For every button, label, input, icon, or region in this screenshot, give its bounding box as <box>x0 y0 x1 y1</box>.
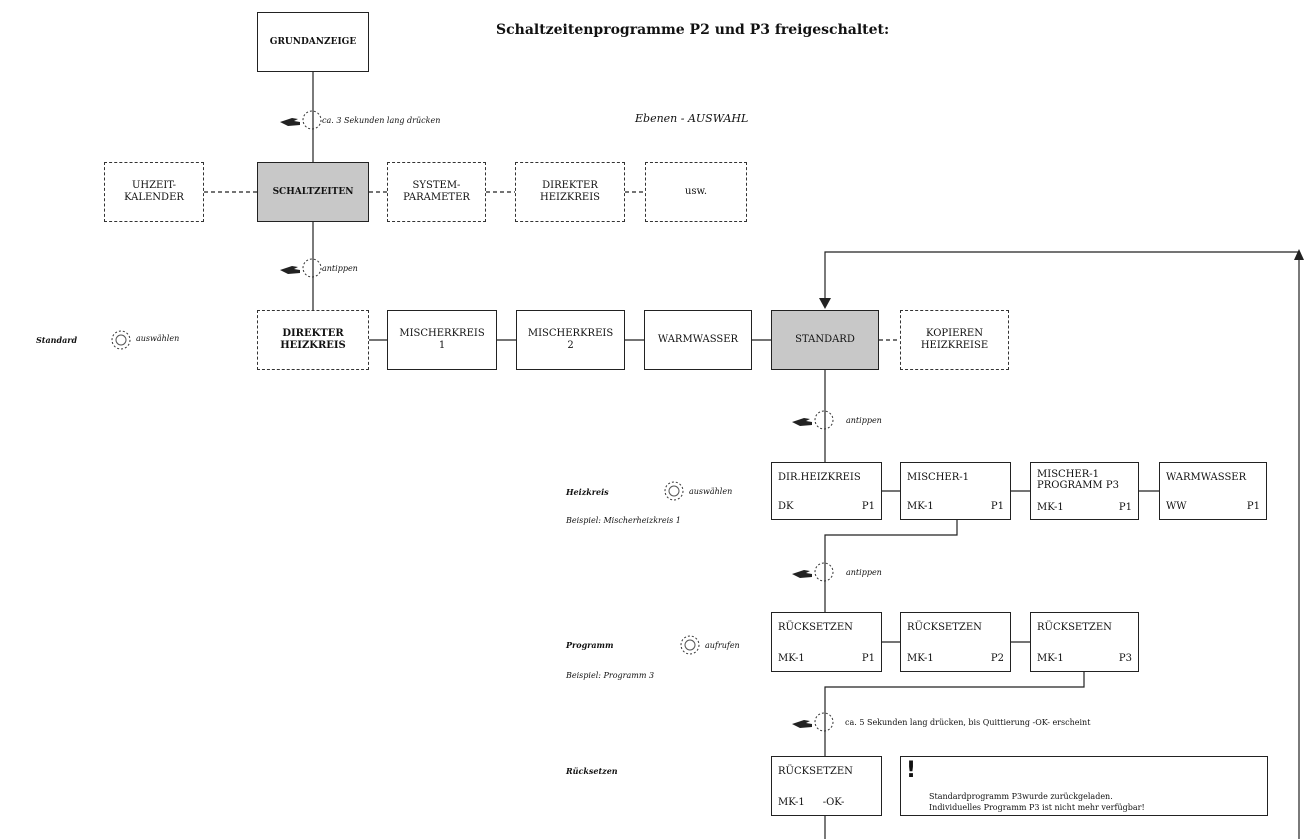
display-ruecksetzen-p2[interactable]: RÜCKSETZEN MK-1 P2 <box>900 612 1011 672</box>
knob-dial-icon <box>663 480 685 506</box>
display-mischer-1[interactable]: MISCHER-1 MK-1 P1 <box>900 462 1011 520</box>
node-mischerkreis-2[interactable]: MISCHERKREIS 2 <box>516 310 625 370</box>
display-program: P1 <box>1246 501 1260 512</box>
row2-action: auswählen <box>136 334 180 343</box>
display-ruecksetzen-p1[interactable]: RÜCKSETZEN MK-1 P1 <box>771 612 882 672</box>
node-standard[interactable]: STANDARD <box>771 310 879 370</box>
display-line1: WARMWASSER <box>1166 472 1247 483</box>
display-warmwasser[interactable]: WARMWASSER WW P1 <box>1159 462 1267 520</box>
warning-note: ! Standardprogramm P3wurde zurückgeladen… <box>900 756 1268 816</box>
warning-note-text: Standardprogramm P3wurde zurückgeladen. … <box>929 792 1145 812</box>
display-circuit: MK-1 <box>778 797 805 808</box>
display-circuit: MK-1 <box>778 653 805 664</box>
display-status: -OK- <box>822 797 845 808</box>
display-program: P1 <box>1118 502 1132 513</box>
display-program: P1 <box>990 501 1004 512</box>
row2-label: Standard <box>36 335 78 345</box>
display-line1: RÜCKSETZEN <box>778 766 853 777</box>
programm-action: aufrufen <box>705 641 740 650</box>
display-program: P1 <box>861 501 875 512</box>
display-program: P1 <box>861 653 875 664</box>
hand-press-icon <box>790 562 850 588</box>
display-line1: RÜCKSETZEN <box>907 622 982 633</box>
display-circuit: MK-1 <box>1037 653 1064 664</box>
node-usw[interactable]: usw. <box>645 162 747 222</box>
hand-press-icon <box>278 258 338 284</box>
display-program: P3 <box>1118 653 1132 664</box>
ruecksetzen-label: Rücksetzen <box>566 766 618 776</box>
hand-press-icon <box>790 712 850 738</box>
antippen-label-2: antippen <box>846 416 882 425</box>
arrow-down-icon <box>819 298 831 309</box>
page-title: Schaltzeitenprogramme P2 und P3 freigesc… <box>496 22 890 38</box>
node-systemparameter[interactable]: SYSTEM- PARAMETER <box>387 162 486 222</box>
node-direkter-heizkreis-top[interactable]: DIREKTER HEIZKREIS <box>515 162 625 222</box>
display-ruecksetzen-ok[interactable]: RÜCKSETZEN MK-1 -OK- <box>771 756 882 816</box>
heizkreis-action: auswählen <box>689 487 733 496</box>
node-warmwasser[interactable]: WARMWASSER <box>644 310 752 370</box>
node-mischerkreis-1[interactable]: MISCHERKREIS 1 <box>387 310 497 370</box>
knob-dial-icon <box>679 634 701 660</box>
display-ruecksetzen-p3[interactable]: RÜCKSETZEN MK-1 P3 <box>1030 612 1139 672</box>
press5-label: ca. 5 Sekunden lang drücken, bis Quittie… <box>845 718 1091 727</box>
node-grundanzeige[interactable]: GRUNDANZEIGE <box>257 12 369 72</box>
display-line1: MISCHER-1 <box>907 472 969 483</box>
programm-example: Beispiel: Programm 3 <box>566 671 655 680</box>
programm-label: Programm <box>566 640 614 650</box>
node-kopieren-heizkreise[interactable]: KOPIEREN HEIZKREISE <box>900 310 1009 370</box>
antippen-label-1: antippen <box>322 264 358 273</box>
arrow-up-icon <box>1294 249 1304 260</box>
press3-label: ca. 3 Sekunden lang drücken <box>322 116 441 125</box>
display-circuit: MK-1 <box>907 501 934 512</box>
display-circuit: WW <box>1166 501 1187 512</box>
display-line1: MISCHER-1 PROGRAMM P3 <box>1037 469 1119 491</box>
display-mischer-1-programm-p3[interactable]: MISCHER-1 PROGRAMM P3 MK-1 P1 <box>1030 462 1139 520</box>
display-circuit: MK-1 <box>1037 502 1064 513</box>
display-line1: RÜCKSETZEN <box>778 622 853 633</box>
warning-exclamation-icon: ! <box>906 758 917 783</box>
antippen-label-3: antippen <box>846 568 882 577</box>
display-circuit: DK <box>778 501 794 512</box>
display-line1: RÜCKSETZEN <box>1037 622 1112 633</box>
heizkreis-label: Heizkreis <box>566 487 609 497</box>
node-schaltzeiten[interactable]: SCHALTZEITEN <box>257 162 369 222</box>
display-dir-heizkreis[interactable]: DIR.HEIZKREIS DK P1 <box>771 462 882 520</box>
display-circuit: MK-1 <box>907 653 934 664</box>
display-line1: DIR.HEIZKREIS <box>778 472 861 483</box>
knob-dial-icon <box>110 329 132 355</box>
hand-press-icon <box>790 410 850 436</box>
heizkreis-example: Beispiel: Mischerheizkreis 1 <box>566 516 681 525</box>
node-uhrzeit-kalender[interactable]: UHZEIT- KALENDER <box>104 162 204 222</box>
hand-press-icon <box>278 110 338 136</box>
node-direkter-heizkreis[interactable]: DIREKTER HEIZKREIS <box>257 310 369 370</box>
ebenen-label: Ebenen - AUSWAHL <box>635 112 749 125</box>
display-program: P2 <box>990 653 1004 664</box>
